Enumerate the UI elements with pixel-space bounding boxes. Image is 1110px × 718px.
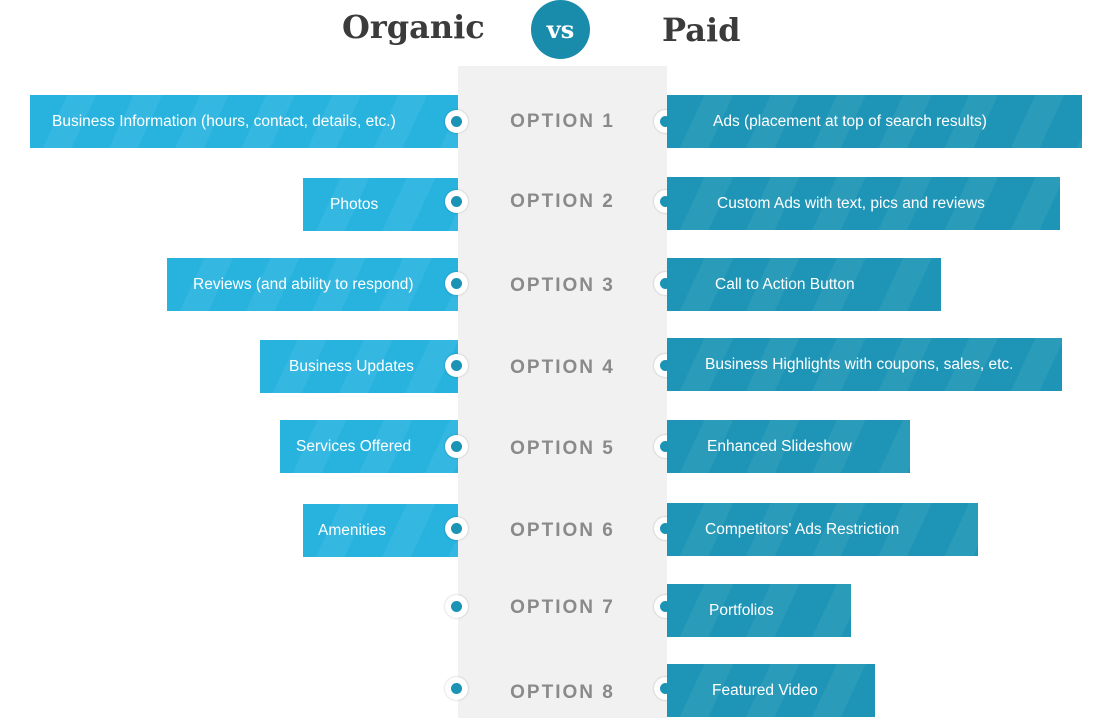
options-column xyxy=(458,66,667,718)
organic-connector-dot xyxy=(445,595,468,618)
paid-feature-label: Enhanced Slideshow xyxy=(707,437,852,455)
option-label: OPTION 4 xyxy=(510,357,615,378)
organic-connector-dot xyxy=(445,190,468,213)
organic-feature-label: Amenities xyxy=(318,521,387,539)
paid-feature-label: Ads (placement at top of search results) xyxy=(713,112,987,130)
organic-feature-label: Photos xyxy=(330,195,379,213)
paid-bar: Custom Ads with text, pics and reviews xyxy=(667,177,1060,230)
option-label: OPTION 7 xyxy=(510,597,615,618)
organic-connector-dot xyxy=(445,435,468,458)
paid-feature-label: Portfolios xyxy=(709,601,774,619)
organic-feature-label: Business Updates xyxy=(289,357,414,375)
organic-connector-dot xyxy=(445,354,468,377)
organic-connector-dot xyxy=(445,110,468,133)
organic-bar: Services Offered xyxy=(280,420,458,473)
option-label: OPTION 8 xyxy=(510,682,615,703)
organic-bar: Reviews (and ability to respond) xyxy=(167,258,458,311)
paid-feature-label: Competitors' Ads Restriction xyxy=(705,520,900,538)
organic-bar: Business Updates xyxy=(260,340,458,393)
organic-feature-label: Business Information (hours, contact, de… xyxy=(52,112,396,130)
paid-feature-label: Call to Action Button xyxy=(715,275,855,293)
option-label: OPTION 6 xyxy=(510,520,615,541)
organic-bar: Photos xyxy=(303,178,458,231)
organic-connector-dot xyxy=(445,517,468,540)
organic-title: Organic xyxy=(342,8,485,46)
organic-feature-label: Services Offered xyxy=(296,437,412,455)
option-label: OPTION 3 xyxy=(510,275,615,296)
organic-bar: Amenities xyxy=(303,504,458,557)
paid-bar: Enhanced Slideshow xyxy=(667,420,910,473)
option-label: OPTION 5 xyxy=(510,438,615,459)
organic-bar: Business Information (hours, contact, de… xyxy=(30,95,458,148)
paid-bar: Competitors' Ads Restriction xyxy=(667,503,978,556)
organic-feature-label: Reviews (and ability to respond) xyxy=(193,275,414,293)
paid-feature-label: Custom Ads with text, pics and reviews xyxy=(717,194,985,212)
organic-connector-dot xyxy=(445,677,468,700)
paid-bar: Featured Video xyxy=(667,664,875,717)
option-label: OPTION 1 xyxy=(510,111,615,132)
paid-bar: Business Highlights with coupons, sales,… xyxy=(667,338,1062,391)
organic-connector-dot xyxy=(445,272,468,295)
paid-bar: Portfolios xyxy=(667,584,851,637)
paid-bar: Call to Action Button xyxy=(667,258,941,311)
paid-feature-label: Business Highlights with coupons, sales,… xyxy=(705,355,1014,373)
paid-title: Paid xyxy=(662,11,741,49)
paid-bar: Ads (placement at top of search results) xyxy=(667,95,1082,148)
paid-feature-label: Featured Video xyxy=(712,681,818,699)
vs-badge: vs xyxy=(531,0,590,59)
option-label: OPTION 2 xyxy=(510,191,615,212)
